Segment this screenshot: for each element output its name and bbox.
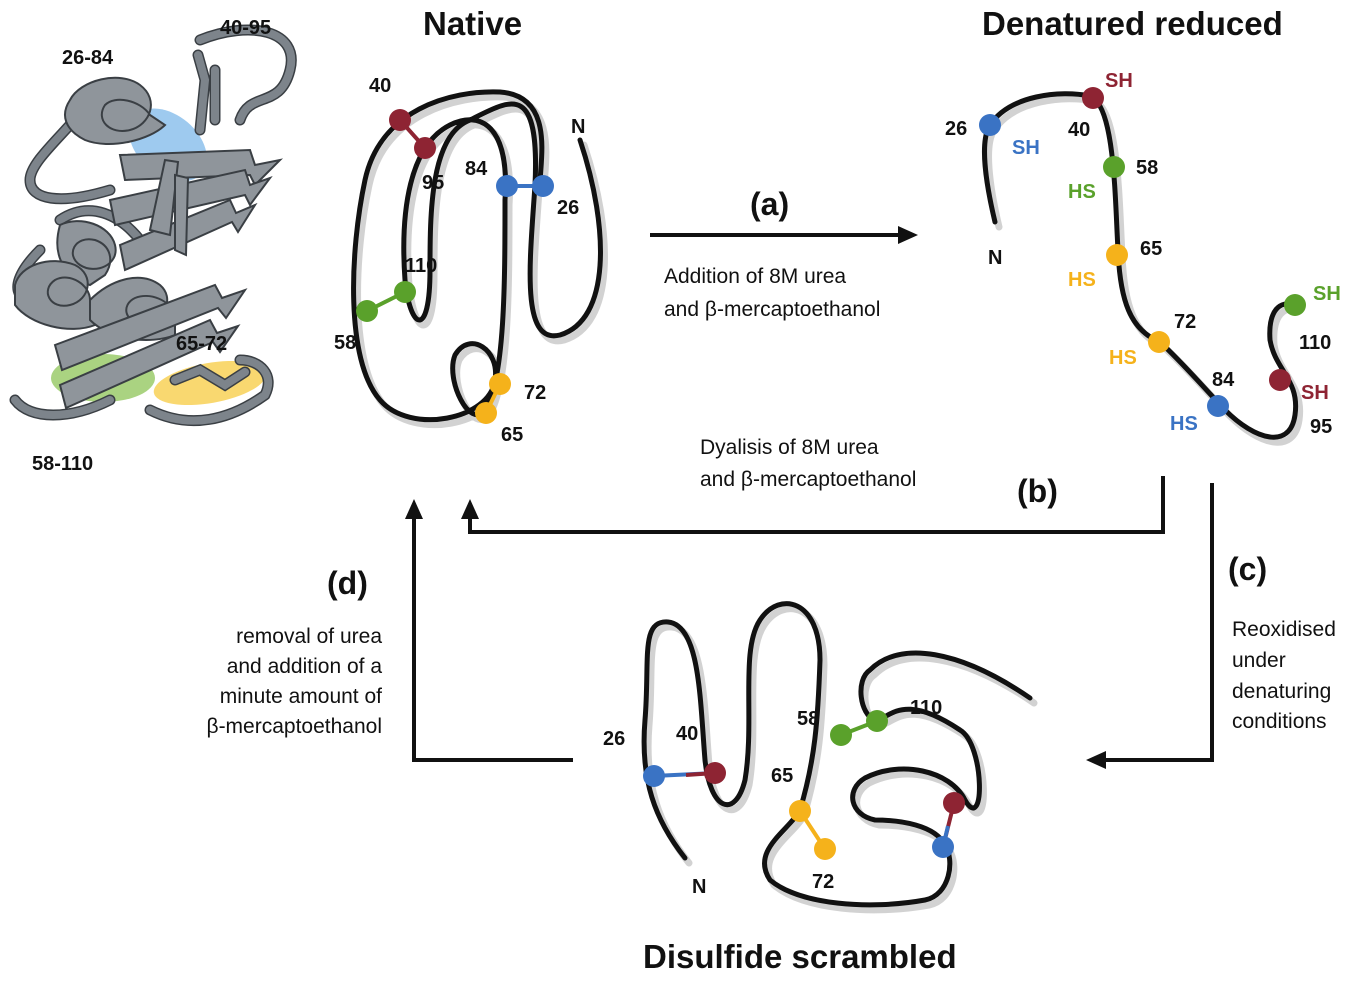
dn-group-110: SH	[1313, 283, 1341, 305]
dn-label-110: 110	[1299, 332, 1331, 354]
sc-cys-72-dot	[814, 838, 836, 860]
step-d-line4: β-mercaptoethanol	[206, 715, 382, 738]
sc-label-65: 65	[771, 765, 793, 787]
sc-label-72: 72	[812, 871, 834, 893]
sc-cys-110-dot	[866, 710, 888, 732]
denatured-cysteines	[979, 87, 1306, 417]
dn-label-26: 26	[945, 118, 967, 140]
dn-group-65: HS	[1068, 269, 1096, 291]
cys-58-dot	[356, 300, 378, 322]
dn-label-58: 58	[1136, 157, 1158, 179]
sc-label-26: 26	[603, 728, 625, 750]
native-label-84: 84	[465, 158, 488, 180]
scrambled-title: Disulfide scrambled	[643, 938, 957, 975]
label-26-84: 26-84	[62, 47, 114, 69]
step-a-line1: Addition of 8M urea	[664, 265, 846, 288]
step-d-line2: and addition of a	[227, 655, 383, 678]
step-b-label: (b)	[1017, 473, 1058, 509]
arrow-d	[405, 499, 573, 762]
sc-cys-26-dot	[643, 765, 665, 787]
label-58-110: 58-110	[32, 453, 93, 475]
sc-cys-65-dot	[789, 800, 811, 822]
cys-65-dot	[475, 402, 497, 424]
step-d-line1: removal of urea	[236, 625, 382, 648]
sc-cys-95-dot	[943, 792, 965, 814]
native-label-26: 26	[557, 197, 579, 219]
native-label-58: 58	[334, 332, 356, 354]
cys-95-dot	[414, 137, 436, 159]
step-a-line2: and β-mercaptoethanol	[664, 298, 880, 321]
dn-label-65: 65	[1140, 238, 1162, 260]
dn-group-40: SH	[1105, 70, 1133, 92]
native-label-65: 65	[501, 424, 523, 446]
arrow-b	[461, 476, 1165, 534]
cys-40-dot	[389, 109, 411, 131]
cys-110-dot	[394, 281, 416, 303]
arrow-c	[1086, 483, 1214, 769]
native-chain	[351, 89, 608, 429]
dn-cys-84-dot	[1207, 395, 1229, 417]
dn-label-72: 72	[1174, 311, 1196, 333]
step-a-label: (a)	[750, 186, 789, 222]
sc-label-110: 110	[910, 697, 942, 719]
cys-26-dot	[532, 175, 554, 197]
step-c-line2: under	[1232, 649, 1286, 672]
native-label-72: 72	[524, 382, 546, 404]
native-label-110: 110	[405, 255, 437, 277]
label-40-95: 40-95	[220, 17, 271, 39]
dn-group-95: SH	[1301, 382, 1329, 404]
dn-cys-58-dot	[1103, 156, 1125, 178]
step-d-line3: minute amount of	[220, 685, 382, 708]
native-label-95: 95	[422, 172, 444, 194]
dn-cys-72-dot	[1148, 331, 1170, 353]
dn-group-84: HS	[1170, 413, 1198, 435]
dn-cys-95-dot	[1269, 369, 1291, 391]
sc-cys-84-dot	[932, 836, 954, 858]
sc-label-58: 58	[797, 708, 819, 730]
dn-cys-26-dot	[979, 114, 1001, 136]
sc-n-term: N	[692, 876, 706, 898]
dn-label-95: 95	[1310, 416, 1332, 438]
step-c-line1: Reoxidised	[1232, 618, 1336, 641]
dn-cys-110-dot	[1284, 294, 1306, 316]
step-c-line3: denaturing	[1232, 680, 1331, 703]
arrow-a	[650, 226, 918, 244]
native-label-40: 40	[369, 75, 391, 97]
dn-cys-65-dot	[1106, 244, 1128, 266]
ribbon-structure	[9, 24, 297, 427]
step-c-label: (c)	[1228, 551, 1267, 587]
scrambled-disulfides	[643, 710, 965, 860]
dn-cys-40-dot	[1082, 87, 1104, 109]
dn-label-84: 84	[1212, 369, 1235, 391]
native-n-term: N	[571, 116, 585, 138]
step-d-label: (d)	[327, 565, 368, 601]
denatured-title: Denatured reduced	[982, 5, 1283, 42]
dn-group-26: SH	[1012, 137, 1040, 159]
cys-84-dot	[496, 175, 518, 197]
step-b-line1: Dyalisis of 8M urea	[700, 436, 879, 459]
dn-label-40: 40	[1068, 119, 1090, 141]
dn-n-term: N	[988, 247, 1002, 269]
sc-cys-58-dot	[830, 724, 852, 746]
sc-label-40: 40	[676, 723, 698, 745]
label-65-72: 65-72	[176, 333, 227, 355]
step-c-line4: conditions	[1232, 710, 1327, 733]
native-title: Native	[423, 5, 522, 42]
step-b-line2: and β-mercaptoethanol	[700, 468, 916, 491]
dn-group-72: HS	[1109, 347, 1137, 369]
dn-group-58: HS	[1068, 181, 1096, 203]
native-disulfides	[356, 109, 554, 424]
sc-cys-40-dot	[704, 762, 726, 784]
scrambled-chain	[641, 601, 1038, 914]
cys-72-dot	[489, 373, 511, 395]
